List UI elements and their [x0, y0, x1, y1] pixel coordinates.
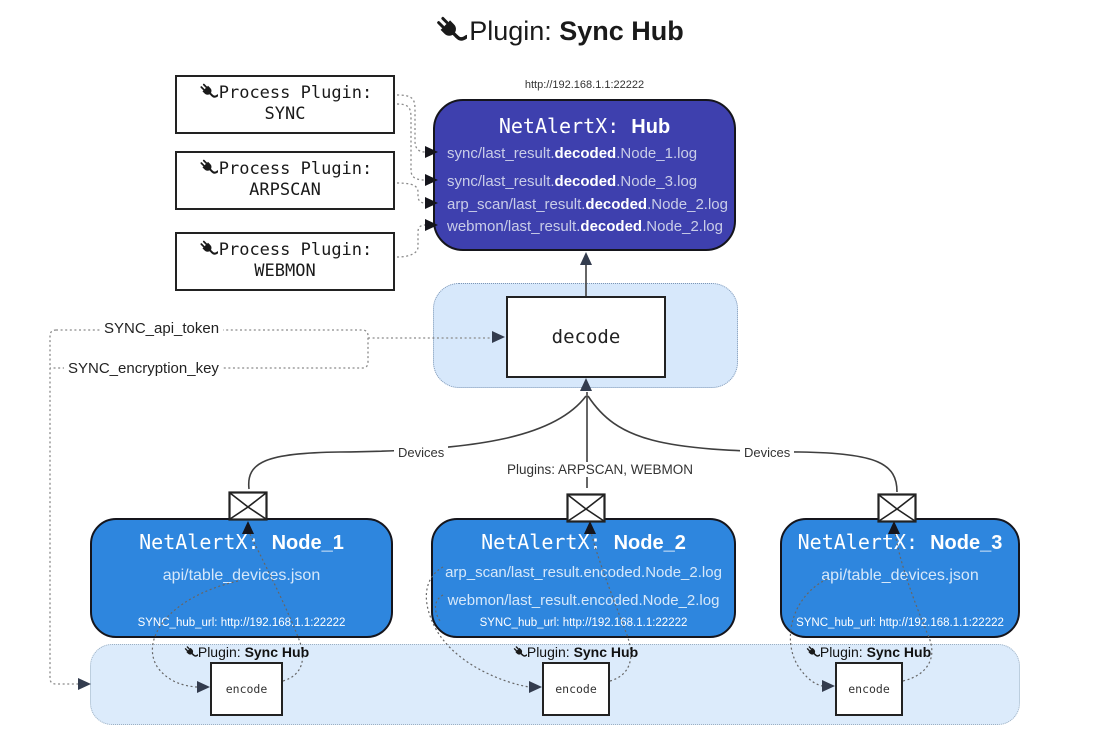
netalertx-node2-box: NetAlertX: Node_2 arp_scan/last_result.e… — [431, 518, 736, 638]
envelope-icon — [228, 491, 268, 521]
page-title-bold: Sync Hub — [559, 16, 684, 46]
envelope-icon — [877, 493, 917, 523]
plug-icon — [805, 645, 820, 660]
process-plugin-name: ARPSCAN — [249, 180, 321, 200]
plugins-edge-label: Plugins: ARPSCAN, WEBMON — [503, 462, 693, 477]
process-plugin-label: Process Plugin: — [218, 159, 373, 179]
hub-title-name: Hub — [631, 116, 671, 138]
plug-icon — [433, 14, 467, 48]
sync-api-token-label: SYNC_api_token — [100, 320, 224, 337]
process-plugin-name: SYNC — [264, 104, 306, 124]
plug-icon — [198, 239, 218, 259]
plug-icon — [183, 645, 198, 660]
node-file-line: api/table_devices.json — [162, 567, 321, 584]
hub-log-line: sync/last_result.decoded.Node_3.log — [447, 173, 698, 190]
hub-log-line: arp_scan/last_result.decoded.Node_2.log — [447, 196, 728, 213]
encode-plugin-label-node2: Plugin: Sync Hub — [490, 644, 660, 660]
hub-url-label: http://192.168.1.1:22222 — [524, 79, 645, 91]
encode-box-node2: encode — [542, 662, 610, 716]
process-plugin-label: Process Plugin: — [218, 240, 373, 260]
hub-title: NetAlertX: Hub — [435, 114, 734, 139]
node-hub-url: SYNC_hub_url: http://192.168.1.1:22222 — [137, 617, 346, 629]
encode-plugin-label-node1: Plugin: Sync Hub — [161, 644, 331, 660]
netalertx-node3-box: NetAlertX: Node_3 api/table_devices.json… — [780, 518, 1020, 638]
process-plugin-name: WEBMON — [254, 261, 316, 281]
hub-log-line: webmon/last_result.decoded.Node_2.log — [447, 218, 723, 235]
hub-log-line: sync/last_result.decoded.Node_1.log — [447, 145, 698, 162]
node-file-line: webmon/last_result.encoded.Node_2.log — [447, 592, 720, 609]
process-plugin-webmon-box: Process Plugin: WEBMON — [175, 232, 395, 291]
plug-icon — [198, 82, 218, 102]
node-title: NetAlertX: Node_3 — [797, 530, 1003, 554]
envelope-icon — [566, 493, 606, 523]
decode-box: decode — [506, 296, 666, 378]
devices-edge-label-right: Devices — [740, 445, 795, 460]
node-title: NetAlertX: Node_1 — [139, 530, 344, 554]
encode-box-node1: encode — [210, 662, 283, 716]
node-file-line: api/table_devices.json — [821, 567, 979, 584]
node-hub-url: SYNC_hub_url: http://192.168.1.1:22222 — [796, 617, 1004, 629]
node-file-line: arp_scan/last_result.encoded.Node_2.log — [445, 564, 722, 581]
netalertx-node1-box: NetAlertX: Node_1 api/table_devices.json… — [90, 518, 393, 638]
node-hub-url: SYNC_hub_url: http://192.168.1.1:22222 — [479, 617, 688, 629]
process-plugin-arpscan-box: Process Plugin: ARPSCAN — [175, 151, 395, 210]
sync-encryption-key-label: SYNC_encryption_key — [64, 360, 223, 377]
page-title-prefix: Plugin: — [469, 16, 560, 46]
node-title: NetAlertX: Node_2 — [481, 530, 686, 554]
encode-plugin-label-node3: Plugin: Sync Hub — [783, 644, 953, 660]
hub-title-prefix: NetAlertX: — [498, 114, 632, 138]
process-plugin-label: Process Plugin: — [218, 83, 373, 103]
devices-edge-label-left: Devices — [394, 445, 449, 460]
plug-icon — [198, 158, 218, 178]
page-title: Plugin: Sync Hub — [0, 14, 1117, 48]
encode-box-node3: encode — [835, 662, 903, 716]
plug-icon — [512, 645, 527, 660]
netalertx-hub-box: NetAlertX: Hub sync/last_result.decoded.… — [433, 99, 736, 251]
process-plugin-sync-box: Process Plugin: SYNC — [175, 75, 395, 134]
